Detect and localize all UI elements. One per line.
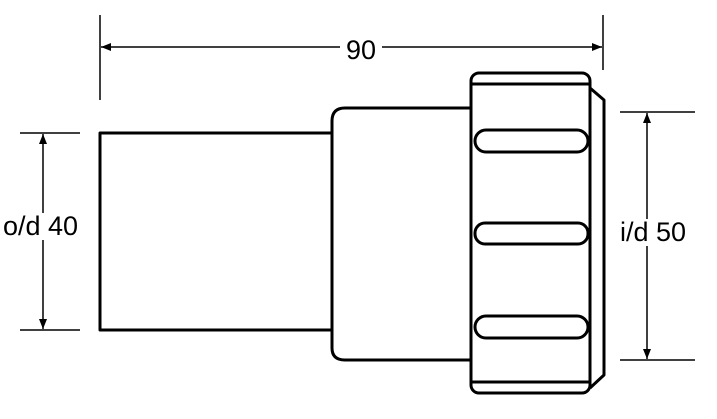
outer-diameter-label: o/d 40 (3, 211, 79, 241)
inner-diameter-label: i/d 50 (620, 217, 687, 247)
length-label: 90 (340, 37, 383, 64)
nut-grip-slot (473, 314, 590, 340)
pipe (98, 131, 332, 332)
coupling-body (330, 106, 471, 362)
nut-grip-slot (473, 221, 590, 246)
nut-chamfer (588, 86, 606, 390)
nut-grip-slot (473, 128, 590, 154)
